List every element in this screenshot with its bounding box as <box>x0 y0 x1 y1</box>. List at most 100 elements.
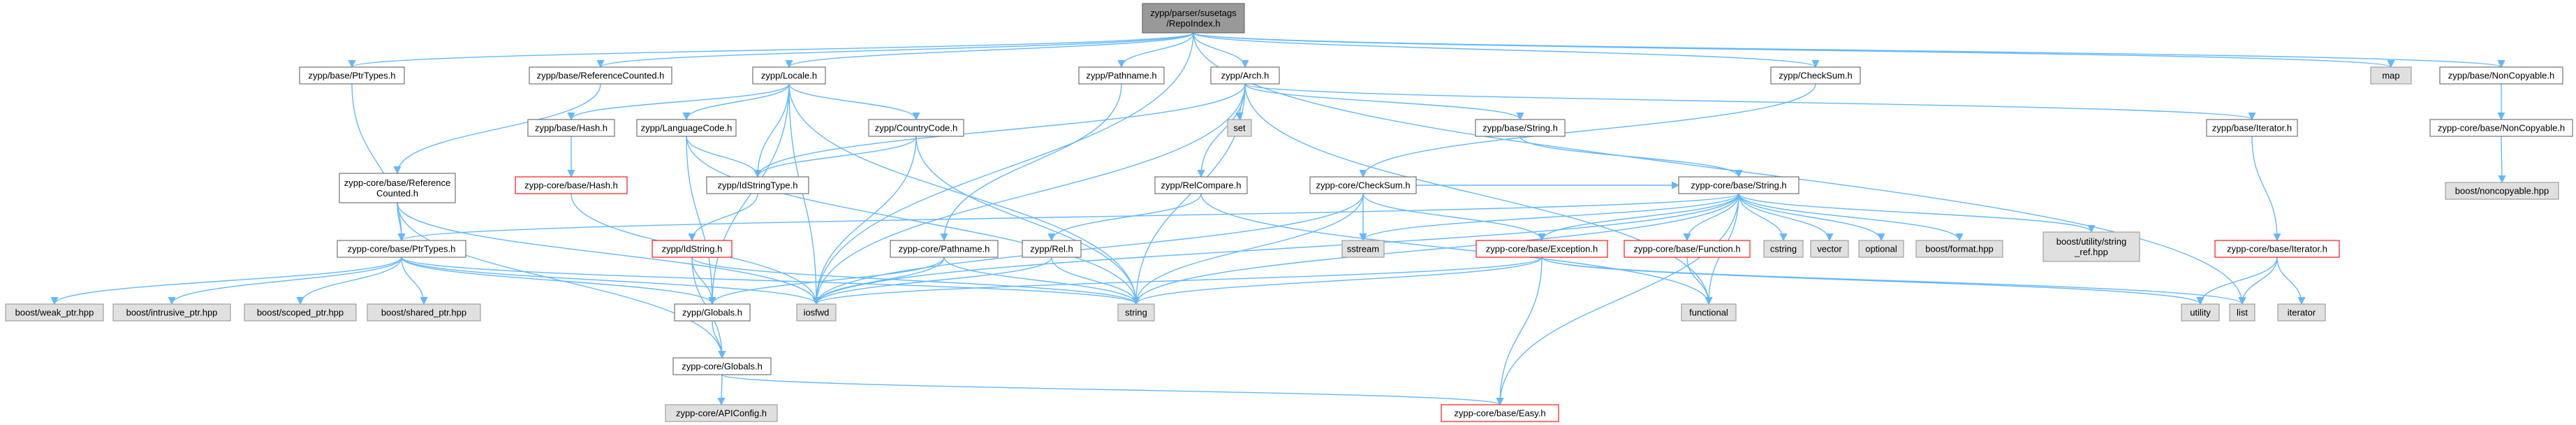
node-box <box>868 119 964 137</box>
node-idstring[interactable]: zypp/IdString.h <box>652 240 733 258</box>
edge-refcounted-to-coreref <box>393 83 601 175</box>
node-rel[interactable]: zypp/Rel.h <box>1022 240 1082 258</box>
node-baseiterator[interactable]: zypp/base/Iterator.h <box>2206 119 2298 137</box>
node-box <box>1810 240 1849 258</box>
node-coreiterator[interactable]: zypp-core/base/Iterator.h <box>2214 240 2340 258</box>
node-list: list <box>2229 303 2255 322</box>
edge-root-to-checksum <box>1193 32 1820 69</box>
node-boostscoped: boost/scoped_ptr.hpp <box>244 303 357 322</box>
node-label: optional <box>1865 244 1897 254</box>
edge-corestring-to-coreptrtypes <box>397 193 1739 242</box>
edge-countrycode-to-string <box>915 136 1140 305</box>
node-root[interactable]: zypp/parser/susetags/RepoIndex.h <box>1142 3 1245 34</box>
edge-coreptrtypes-to-boostintrusive <box>168 257 402 305</box>
node-corefunction[interactable]: zypp-core/base/Function.h <box>1624 240 1751 258</box>
node-box <box>1154 176 1248 194</box>
node-label: zypp/base/NonCopyable.h <box>2448 71 2555 81</box>
edge-arch-to-functional <box>1244 83 1713 305</box>
node-box <box>367 303 481 322</box>
edge-relcompare-to-rel <box>1047 193 1202 242</box>
edge-coreexception-to-easy <box>1496 257 1543 406</box>
node-box <box>529 66 672 85</box>
node-label: zypp/RelCompare.h <box>1161 180 1242 191</box>
node-locale[interactable]: zypp/Locale.h <box>752 66 826 85</box>
edge-idstring-to-string <box>691 257 1140 305</box>
node-label: set <box>1233 123 1246 134</box>
node-label: boost/scoped_ptr.hpp <box>257 308 344 318</box>
node-coreexception[interactable]: zypp-core/base/Exception.h <box>1475 240 1608 258</box>
node-boostutilstring: boost/utility/string_ref.hpp <box>2043 231 2140 262</box>
node-box <box>527 119 615 137</box>
edge-arch-to-iosfwd <box>812 83 1246 305</box>
node-label: zypp-core/base/Reference <box>344 178 450 188</box>
node-boostformat: boost/format.hpp <box>1915 240 2003 258</box>
node-box <box>1770 66 1861 85</box>
edge-idstringtype-to-idstring <box>688 193 758 242</box>
node-basestring[interactable]: zypp/base/String.h <box>1475 119 1566 137</box>
node-checksum[interactable]: zypp/CheckSum.h <box>1770 66 1861 85</box>
node-label: zypp-core/base/String.h <box>1691 180 1786 191</box>
node-corenoncopyable[interactable]: zypp-core/base/NonCopyable.h <box>2429 119 2573 137</box>
node-label: zypp/CheckSum.h <box>1779 71 1853 81</box>
node-label: cstring <box>1770 244 1797 254</box>
edge-ptrtypes-to-coreptrtypes <box>351 83 406 242</box>
node-cstring: cstring <box>1763 240 1804 258</box>
node-box <box>1078 66 1165 85</box>
node-relcompare[interactable]: zypp/RelCompare.h <box>1154 176 1248 194</box>
node-label: zypp/LanguageCode.h <box>641 123 733 134</box>
edge-corestring-to-boostformat <box>1738 193 1964 242</box>
node-box <box>112 303 231 322</box>
node-zyppglobals[interactable]: zypp/Globals.h <box>674 303 751 322</box>
node-corepathname[interactable]: zypp-core/Pathname.h <box>890 240 999 258</box>
node-label: zypp-core/base/NonCopyable.h <box>2438 123 2565 134</box>
node-noncopyable[interactable]: zypp/base/NonCopyable.h <box>2439 66 2563 85</box>
node-refcounted[interactable]: zypp/base/ReferenceCounted.h <box>529 66 672 85</box>
node-label: zypp-core/APIConfig.h <box>676 408 767 419</box>
edge-arch-to-basestring <box>1244 83 1524 121</box>
edge-coreptrtypes-to-boostshared <box>401 257 428 305</box>
edge-root-to-ptrtypes <box>348 32 1194 69</box>
node-box <box>1858 240 1904 258</box>
edge-corepathname-to-zyppglobals <box>708 257 945 305</box>
node-coreptrtypes[interactable]: zypp-core/base/PtrTypes.h <box>337 240 466 258</box>
node-label: functional <box>1689 308 1728 318</box>
edge-coreptrtypes-to-boostweak <box>50 257 402 305</box>
edge-arch-to-idstringtype <box>753 83 1246 178</box>
node-easy[interactable]: zypp-core/base/Easy.h <box>1441 404 1559 422</box>
node-languagecode[interactable]: zypp/LanguageCode.h <box>636 119 737 137</box>
node-ptrtypes[interactable]: zypp/base/PtrTypes.h <box>299 66 405 85</box>
node-coreglobals[interactable]: zypp-core/Globals.h <box>672 357 772 375</box>
node-label: vector <box>1817 244 1842 254</box>
node-box <box>1341 240 1385 258</box>
node-corestring[interactable]: zypp-core/base/String.h <box>1678 176 1799 194</box>
node-corehash[interactable]: zypp-core/base/Hash.h <box>515 176 628 194</box>
node-apiconfig: zypp-core/APIConfig.h <box>665 404 778 422</box>
node-coreref[interactable]: zypp-core/base/ReferenceCounted.h <box>339 173 456 203</box>
node-label: zypp/Arch.h <box>1221 71 1269 81</box>
node-pathname[interactable]: zypp/Pathname.h <box>1078 66 1165 85</box>
node-vector: vector <box>1810 240 1849 258</box>
node-countrycode[interactable]: zypp/CountryCode.h <box>868 119 964 137</box>
node-label: boost/intrusive_ptr.hpp <box>126 308 218 318</box>
node-label: sstream <box>1347 244 1379 254</box>
edge-rel-to-string <box>1051 257 1140 305</box>
node-box <box>2043 231 2140 262</box>
node-functional: functional <box>1681 303 1737 322</box>
node-label: zypp-core/base/Iterator.h <box>2227 244 2327 254</box>
edge-corestring-to-corefunction <box>1683 193 1739 242</box>
node-box <box>1022 240 1082 258</box>
node-box <box>672 357 772 375</box>
node-label: zypp/Pathname.h <box>1086 71 1156 81</box>
edge-root-to-list <box>1193 32 2246 305</box>
node-corechecksum[interactable]: zypp-core/CheckSum.h <box>1309 176 1417 194</box>
edge-corestring-to-iosfwd <box>812 193 1739 305</box>
node-boostweak: boost/weak_ptr.hpp <box>5 303 104 322</box>
node-hash[interactable]: zypp/base/Hash.h <box>527 119 615 137</box>
edge-coreexception-to-list <box>1541 257 2246 305</box>
node-arch[interactable]: zypp/Arch.h <box>1210 66 1280 85</box>
edge-baseiterator-to-coreiterator <box>2251 136 2281 242</box>
node-idstringtype[interactable]: zypp/IdStringType.h <box>706 176 809 194</box>
node-map: map <box>2370 66 2412 85</box>
node-label: zypp/Rel.h <box>1030 244 1073 254</box>
node-box <box>2181 303 2220 322</box>
